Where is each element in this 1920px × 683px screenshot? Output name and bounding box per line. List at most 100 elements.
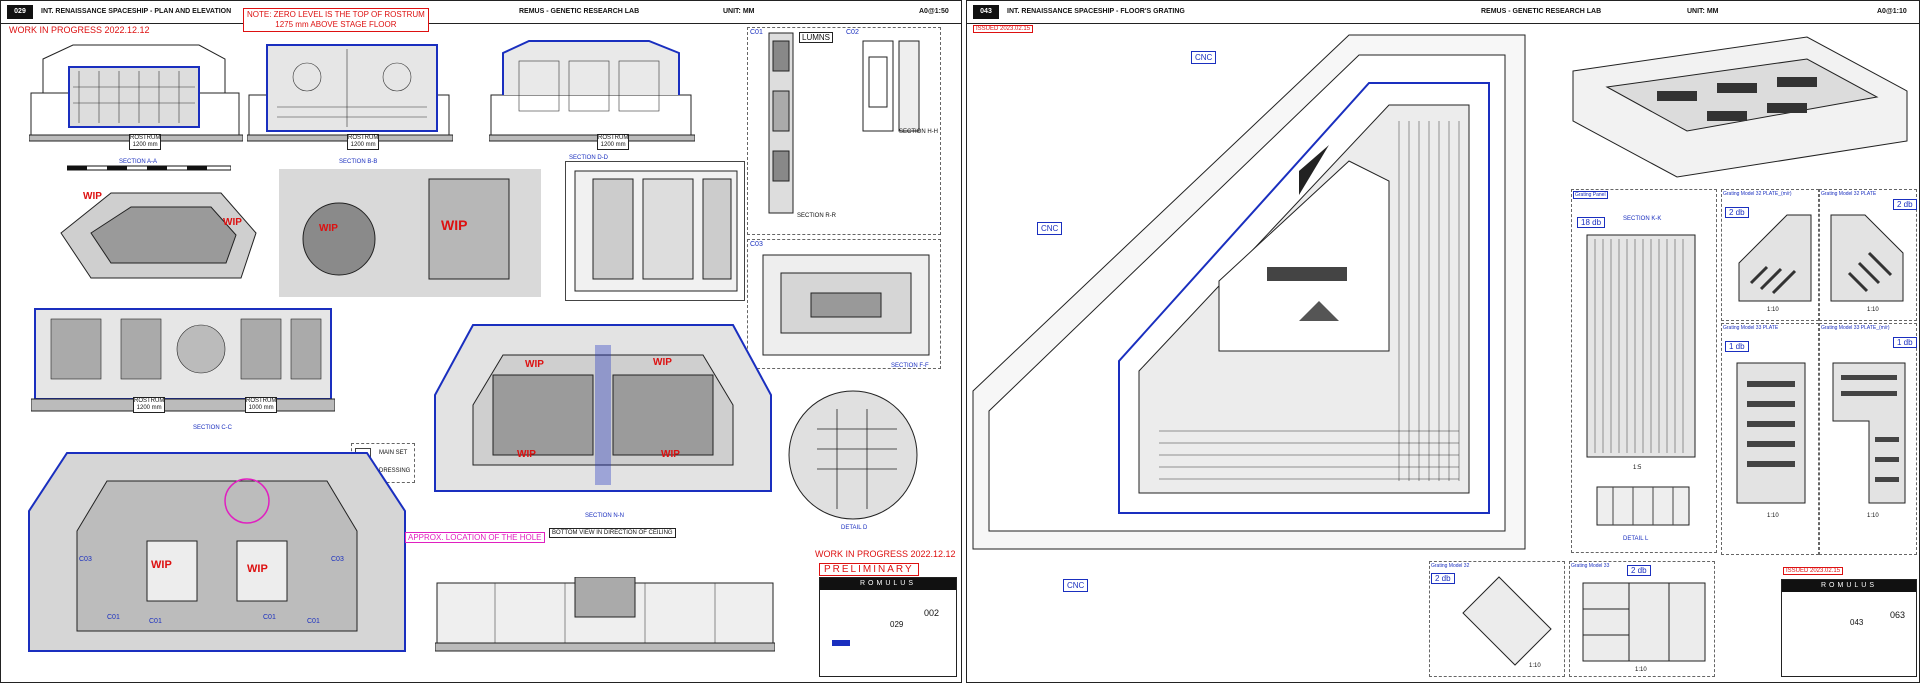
- c01-plan-3: C01: [263, 614, 276, 621]
- plate-scale-3: 1:10: [1767, 513, 1779, 519]
- zero-level-note: NOTE: ZERO LEVEL IS THE TOP OF ROSTRUM 1…: [243, 8, 429, 32]
- bottom-model-drawing-1: [1462, 576, 1552, 666]
- plate-scale-1: 1:10: [1767, 307, 1779, 313]
- qty-1db-a: 1 db: [1725, 341, 1749, 352]
- section-h-label: SECTION H-H: [899, 129, 938, 135]
- column-c02-drawing: [862, 40, 920, 132]
- qty-2db-d: 2 db: [1627, 565, 1651, 576]
- plate-drawing-2: [1830, 214, 1904, 302]
- drawing-sheet-029: 029 INT. RENAISSANCE SPACESHIP - PLAN AN…: [0, 0, 962, 683]
- plate-drawing-3: [1736, 362, 1806, 504]
- section-c-label: SECTION C-C: [193, 425, 232, 431]
- bottom-model-frame-1: [1429, 561, 1565, 677]
- section-a-label: SECTION A-A: [119, 159, 158, 165]
- scale-1-5: 1:5: [1633, 465, 1642, 471]
- bottom-model-scale-1: 1:10: [1529, 663, 1541, 669]
- legend-dressing: DRESSING: [379, 468, 411, 474]
- wip-mark-8: WIP: [661, 449, 680, 460]
- plate-frame-4: [1819, 323, 1917, 555]
- iso-render-2: [279, 169, 541, 297]
- c03-frame: [747, 239, 941, 369]
- sheet-header: 029 INT. RENAISSANCE SPACESHIP - PLAN AN…: [1, 1, 961, 24]
- qty-2db-a: 2 db: [1725, 207, 1749, 218]
- plate-drawing-1: [1738, 214, 1812, 302]
- section-n-bottom-view: [434, 324, 772, 492]
- unit-label: UNIT: MM: [723, 8, 755, 15]
- c01-label: C01: [750, 29, 763, 36]
- legend-main-set: MAIN SET: [379, 450, 408, 456]
- section-a-elevation: [29, 44, 243, 142]
- title-block-number-a: 002: [924, 608, 940, 618]
- plate-frame-1: [1721, 189, 1819, 321]
- issued-stamp-top: ISSUED 2023.02.15: [973, 25, 1034, 33]
- c03-label: C03: [750, 241, 763, 248]
- grating-iso-render: [1572, 36, 1908, 178]
- iso-render-1: [60, 192, 257, 279]
- wip-mark-10: WIP: [247, 563, 268, 575]
- wip-stamp-bottom: WORK IN PROGRESS 2022.12.12: [815, 549, 956, 559]
- sheet-header-2: 043 INT. RENAISSANCE SPACESHIP - FLOOR'S…: [967, 1, 1919, 24]
- section-b-elevation: [247, 44, 453, 142]
- plate-scale-4: 1:10: [1867, 513, 1879, 519]
- title-block-number-d: 063: [1890, 610, 1906, 620]
- c01-plan-4: C01: [307, 618, 320, 625]
- plate-label-3: Grating Model 33 PLATE: [1723, 325, 1779, 331]
- section-elevation-3: [489, 40, 695, 142]
- grating-panel-label: Grating Panel: [1573, 191, 1608, 199]
- cnc-callout-2: CNC: [1037, 222, 1063, 235]
- c03-plan-right: C03: [331, 556, 344, 563]
- grating-panel-drawing: [1586, 234, 1696, 458]
- rostrum-label-d: ROSTRUM 1200 mm: [133, 397, 166, 413]
- columns-label: LUMNS: [799, 32, 834, 43]
- qty-18db: 18 db: [1577, 217, 1606, 228]
- detail-d-circle: [788, 390, 918, 520]
- rostrum-label-b: ROSTRUM 1200 mm: [347, 134, 380, 150]
- hole-location-note: APPROX. LOCATION OF THE HOLE: [405, 532, 545, 543]
- title-block-number-c: 043: [1850, 618, 1864, 627]
- title-block-043: ROMULUS 043 063: [1781, 579, 1917, 677]
- sheet-number: 029: [7, 5, 33, 19]
- qty-2db-b: 2 db: [1893, 199, 1917, 210]
- sheet-title: INT. RENAISSANCE SPACESHIP - PLAN AND EL…: [41, 8, 232, 15]
- bottom-model-frame-2: [1569, 561, 1715, 677]
- wip-mark-5: WIP: [525, 359, 544, 370]
- bottom-center-elevation: [435, 577, 775, 652]
- scale-label-2: A0@1:10: [1877, 8, 1907, 15]
- c02-label: C02: [846, 29, 859, 36]
- plate-drawing-4: [1832, 362, 1906, 504]
- wip-mark-2: WIP: [223, 217, 242, 228]
- wip-mark-6: WIP: [653, 357, 672, 368]
- plate-label-2: Grating Model 32 PLATE: [1821, 191, 1877, 197]
- c03-plan-left: C03: [79, 556, 92, 563]
- detail-l-label: DETAIL L: [1623, 536, 1649, 542]
- unit-label-2: UNIT: MM: [1687, 8, 1719, 15]
- title-block-brand-2: ROMULUS: [1782, 580, 1916, 592]
- c01-plan-2: C01: [149, 618, 162, 625]
- wip-mark-4: WIP: [319, 223, 338, 234]
- columns-frame: [747, 27, 941, 235]
- plate-scale-2: 1:10: [1867, 307, 1879, 313]
- rostrum-label-a: ROSTRUM 1200 mm: [129, 134, 162, 150]
- wip-mark-3: WIP: [441, 217, 468, 233]
- plate-frame-3: [1721, 323, 1819, 555]
- section-b-label: SECTION B-B: [339, 159, 378, 165]
- grating-panel-frame: [1571, 189, 1717, 553]
- section-c-elevation: [31, 308, 335, 412]
- title-block-number-b: 029: [890, 620, 904, 629]
- wip-stamp-top: WORK IN PROGRESS 2022.12.12: [9, 25, 150, 35]
- bottom-view-note: BOTTOM VIEW IN DIRECTION OF CEILING: [549, 528, 676, 538]
- main-floor-plan: [28, 452, 406, 652]
- rostrum-label-e: ROSTRUM 1000 mm: [245, 397, 278, 413]
- floor-grating-plan: [972, 34, 1526, 550]
- bottom-model-label-1: Grating Model 32: [1431, 563, 1470, 569]
- c01-plan-1: C01: [107, 614, 120, 621]
- issued-stamp-bottom: ISSUED 2023.02.15: [1783, 567, 1844, 575]
- sheet-title-2: INT. RENAISSANCE SPACESHIP - FLOOR'S GRA…: [1007, 8, 1185, 15]
- column-c01-drawing: [768, 32, 794, 214]
- cnc-callout-3: CNC: [1063, 579, 1089, 592]
- wip-mark-1: WIP: [83, 191, 102, 202]
- detail-d-label: DETAIL D: [841, 525, 868, 531]
- detail-l-drawing: [1596, 486, 1690, 526]
- title-block-color-chip: [832, 640, 850, 646]
- section-f-label: SECTION F-F: [891, 363, 929, 369]
